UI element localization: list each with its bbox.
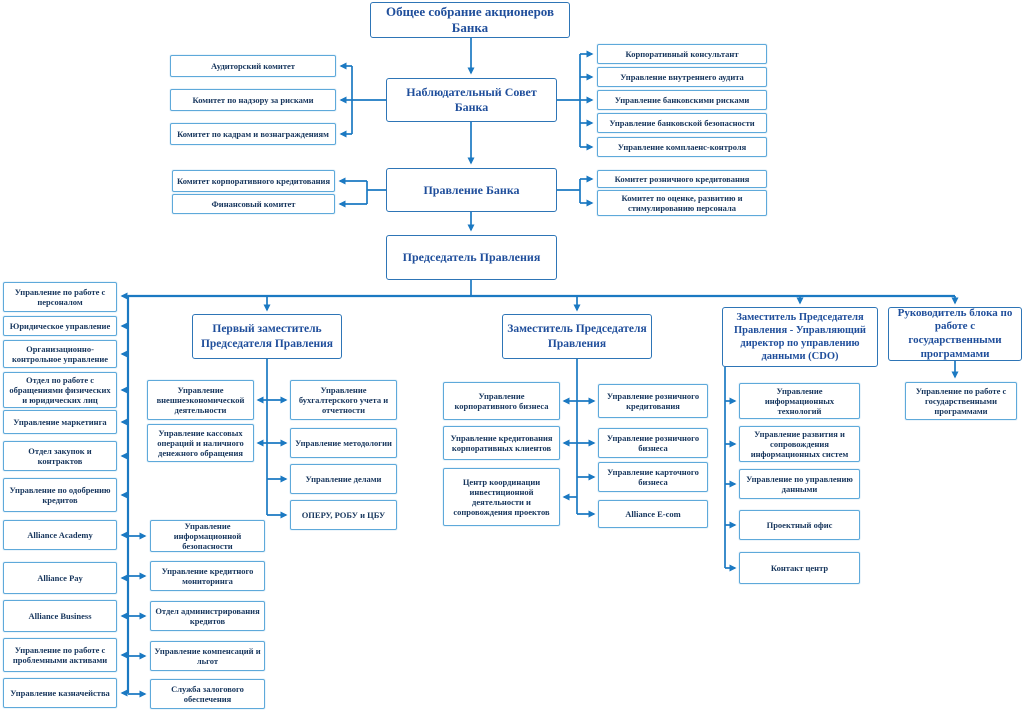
node-contact-center: Контакт центр bbox=[739, 552, 860, 584]
node-org-control-dept: Организационно-контрольное управление bbox=[3, 340, 117, 368]
node-head-state-programs: Руководитель блока по работе с государст… bbox=[888, 307, 1022, 361]
node-credit-administration-dept: Отдел администрирования кредитов bbox=[150, 601, 265, 631]
node-personnel-dept: Управление по работе с персоналом bbox=[3, 282, 117, 312]
node-corporate-clients-lending-dept: Управление кредитования корпоративных кл… bbox=[443, 426, 560, 460]
node-corporate-business-dept: Управление корпоративного бизнеса bbox=[443, 382, 560, 420]
node-data-management-dept: Управление по управлению данными bbox=[739, 469, 860, 499]
node-corporate-consultant: Корпоративный консультант bbox=[597, 44, 767, 64]
node-operu-robu-cbu: ОПЕРУ, РОБУ и ЦБУ bbox=[290, 500, 397, 530]
node-marketing-dept: Управление маркетинга bbox=[3, 410, 117, 434]
node-retail-lending-dept: Управление розничного кредитования bbox=[598, 384, 708, 418]
node-personnel-evaluation-committee: Комитет по оценке, развитию и стимулиров… bbox=[597, 190, 767, 216]
node-alliance-ecom: Alliance E-com bbox=[598, 500, 708, 528]
node-project-office: Проектный офис bbox=[739, 510, 860, 540]
node-internal-audit: Управление внутреннего аудита bbox=[597, 67, 767, 87]
node-it-dept: Управление информационных технологий bbox=[739, 383, 860, 419]
node-chairman: Председатель Правления bbox=[386, 235, 557, 280]
node-administration-dept: Управление делами bbox=[290, 464, 397, 494]
node-is-development-dept: Управление развития и сопровождения инфо… bbox=[739, 426, 860, 462]
node-accounting-dept: Управление бухгалтерского учета и отчетн… bbox=[290, 380, 397, 420]
node-corporate-lending-committee: Комитет корпоративного кредитования bbox=[172, 170, 335, 192]
node-foreign-economic-dept: Управление внешнеэкономической деятельно… bbox=[147, 380, 254, 420]
node-legal-dept: Юридическое управление bbox=[3, 316, 117, 336]
node-general-shareholders-meeting: Общее собрание акционеров Банка bbox=[370, 2, 570, 38]
node-compensation-dept: Управление компенсаций и льгот bbox=[150, 641, 265, 671]
node-bank-security: Управление банковской безопасности bbox=[597, 113, 767, 133]
node-alliance-academy: Alliance Academy bbox=[3, 520, 117, 550]
node-deputy-chairman-cdo: Заместитель Председателя Правления - Упр… bbox=[722, 307, 878, 367]
node-credit-approval-dept: Управление по одобрению кредитов bbox=[3, 478, 117, 512]
node-management-board: Правление Банка bbox=[386, 168, 557, 212]
node-investment-coordination-center: Центр координации инвестиционной деятель… bbox=[443, 468, 560, 526]
node-bank-risks: Управление банковскими рисками bbox=[597, 90, 767, 110]
node-methodology-dept: Управление методологии bbox=[290, 428, 397, 458]
node-hr-remuneration-committee: Комитет по кадрам и вознаграждениям bbox=[170, 123, 336, 145]
node-retail-business-dept: Управление розничного бизнеса bbox=[598, 428, 708, 458]
node-appeals-dept: Отдел по работе с обращениями физических… bbox=[3, 372, 117, 408]
node-treasury-dept: Управление казначейства bbox=[3, 678, 117, 708]
node-cash-operations-dept: Управление кассовых операций и наличного… bbox=[147, 424, 254, 462]
node-audit-committee: Аудиторский комитет bbox=[170, 55, 336, 77]
node-finance-committee: Финансовый комитет bbox=[172, 194, 335, 214]
node-first-deputy-chairman: Первый заместитель Председателя Правлени… bbox=[192, 314, 342, 359]
node-risk-oversight-committee: Комитет по надзору за рисками bbox=[170, 89, 336, 111]
node-infosec-dept: Управление информационной безопасности bbox=[150, 520, 265, 552]
node-supervisory-board: Наблюдательный Совет Банка bbox=[386, 78, 557, 122]
node-collateral-service: Служба залогового обеспечения bbox=[150, 679, 265, 709]
node-alliance-pay: Alliance Pay bbox=[3, 562, 117, 594]
node-alliance-business: Alliance Business bbox=[3, 600, 117, 632]
node-compliance-control: Управление комплаенс-контроля bbox=[597, 137, 767, 157]
node-retail-lending-committee: Комитет розничного кредитования bbox=[597, 170, 767, 188]
node-state-programs-dept: Управление по работе с государственными … bbox=[905, 382, 1017, 420]
node-procurement-dept: Отдел закупок и контрактов bbox=[3, 441, 117, 471]
node-credit-monitoring-dept: Управление кредитного мониторинга bbox=[150, 561, 265, 591]
node-deputy-chairman: Заместитель Председателя Правления bbox=[502, 314, 652, 359]
node-card-business-dept: Управление карточного бизнеса bbox=[598, 462, 708, 492]
node-problem-assets-dept: Управление по работе с проблемными актив… bbox=[3, 638, 117, 672]
